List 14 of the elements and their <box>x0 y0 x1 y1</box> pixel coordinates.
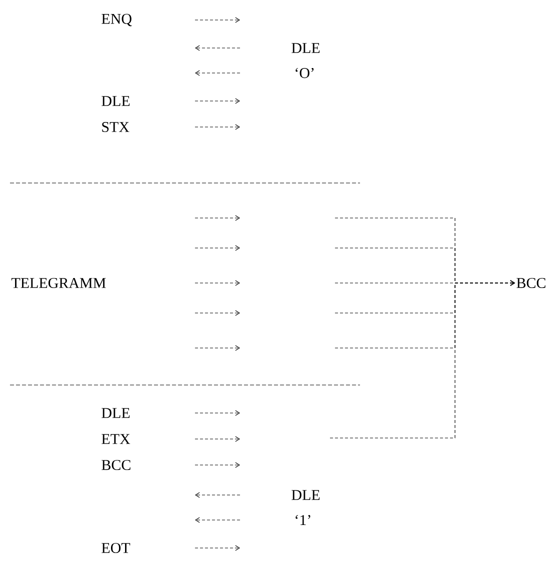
signal-label: TELEGRAMM <box>11 278 106 288</box>
signal-label: DLE <box>292 43 320 53</box>
signal-label: ENQ <box>102 14 132 26</box>
signal-label: ETX <box>102 434 130 444</box>
signal-label: DLE <box>292 490 320 500</box>
signal-label: BCC <box>516 278 546 288</box>
signal-label: BCC <box>102 460 130 470</box>
signal-label: STX <box>102 122 130 132</box>
signal-label: ‘1’ <box>296 515 310 525</box>
signal-label: ‘O’ <box>296 68 314 78</box>
signal-label: EOT <box>102 542 130 554</box>
signal-label: DLE <box>102 408 130 418</box>
merge-arrow <box>330 280 515 438</box>
signal-label: DLE <box>102 96 130 106</box>
